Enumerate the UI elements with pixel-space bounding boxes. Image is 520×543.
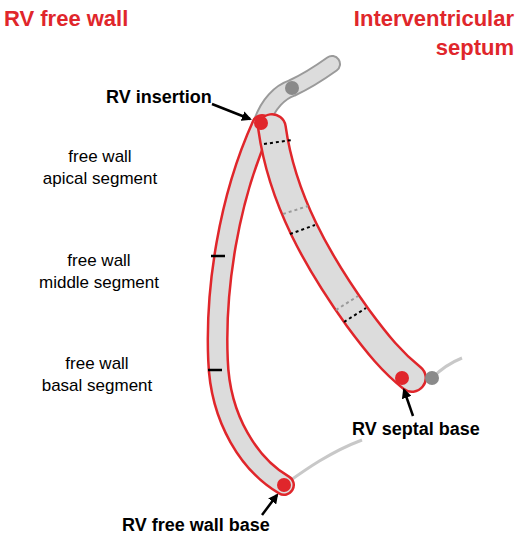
text-line: septum (290, 33, 514, 62)
region-heading: RV free wall (4, 4, 224, 33)
segment-tick (208, 369, 222, 372)
segment-marker (283, 206, 308, 214)
segment-tick (211, 255, 225, 258)
region-heading: Interventricular septum (290, 4, 514, 62)
text-line: apical segment (20, 168, 180, 190)
landmark-dot (395, 371, 409, 385)
landmark-label: RV insertion (106, 86, 236, 109)
landmark-dot (425, 371, 439, 385)
segment-marker (344, 308, 366, 322)
septum-band (272, 128, 412, 378)
segment-marker (336, 296, 358, 310)
segment-marker (290, 225, 315, 234)
text-line: free wall (20, 146, 180, 168)
landmark-dot (277, 478, 291, 492)
segment-label: free wall basal segment (12, 353, 182, 397)
landmark-dot (285, 81, 299, 95)
text-line: free wall (12, 353, 182, 375)
pointer-arrow (262, 495, 277, 515)
text-line: basal segment (12, 375, 182, 397)
text-line: Interventricular (290, 4, 514, 33)
pointer-arrow (212, 104, 250, 119)
text-line: free wall (14, 250, 184, 272)
landmark-label: RV septal base (352, 418, 520, 441)
septum-outline (272, 128, 412, 378)
segment-label: free wall apical segment (20, 146, 180, 190)
pointer-arrow (404, 390, 413, 416)
annulus-line (284, 440, 362, 485)
landmark-dot (254, 116, 268, 130)
segment-label: free wall middle segment (14, 250, 184, 294)
landmark-label: RV free wall base (122, 514, 352, 537)
segment-marker (264, 140, 292, 144)
text-line: middle segment (14, 272, 184, 294)
